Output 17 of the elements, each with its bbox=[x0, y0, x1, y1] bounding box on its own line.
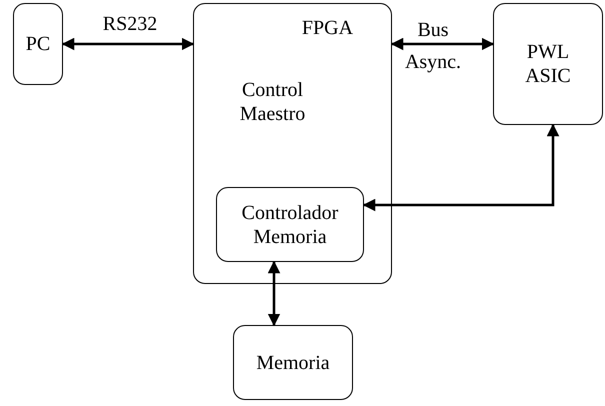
fpga-block bbox=[193, 3, 392, 284]
arrow bbox=[362, 124, 560, 212]
block-title: FPGA bbox=[300, 16, 354, 40]
block bbox=[216, 187, 364, 262]
arrow bbox=[62, 38, 194, 50]
edge-label: Bus Async. bbox=[404, 18, 462, 75]
block-label: PWL ASIC bbox=[524, 40, 572, 88]
block-label: PC bbox=[26, 32, 50, 56]
edge-label: RS232 bbox=[102, 12, 158, 36]
arrow bbox=[268, 260, 280, 326]
arrow bbox=[390, 38, 494, 50]
block-label: Controlador Memoria bbox=[240, 200, 340, 248]
block bbox=[493, 3, 603, 125]
block bbox=[13, 3, 63, 85]
block-label: Control Maestro bbox=[238, 78, 306, 126]
block bbox=[233, 325, 353, 400]
block-label: Memoria bbox=[256, 350, 330, 374]
